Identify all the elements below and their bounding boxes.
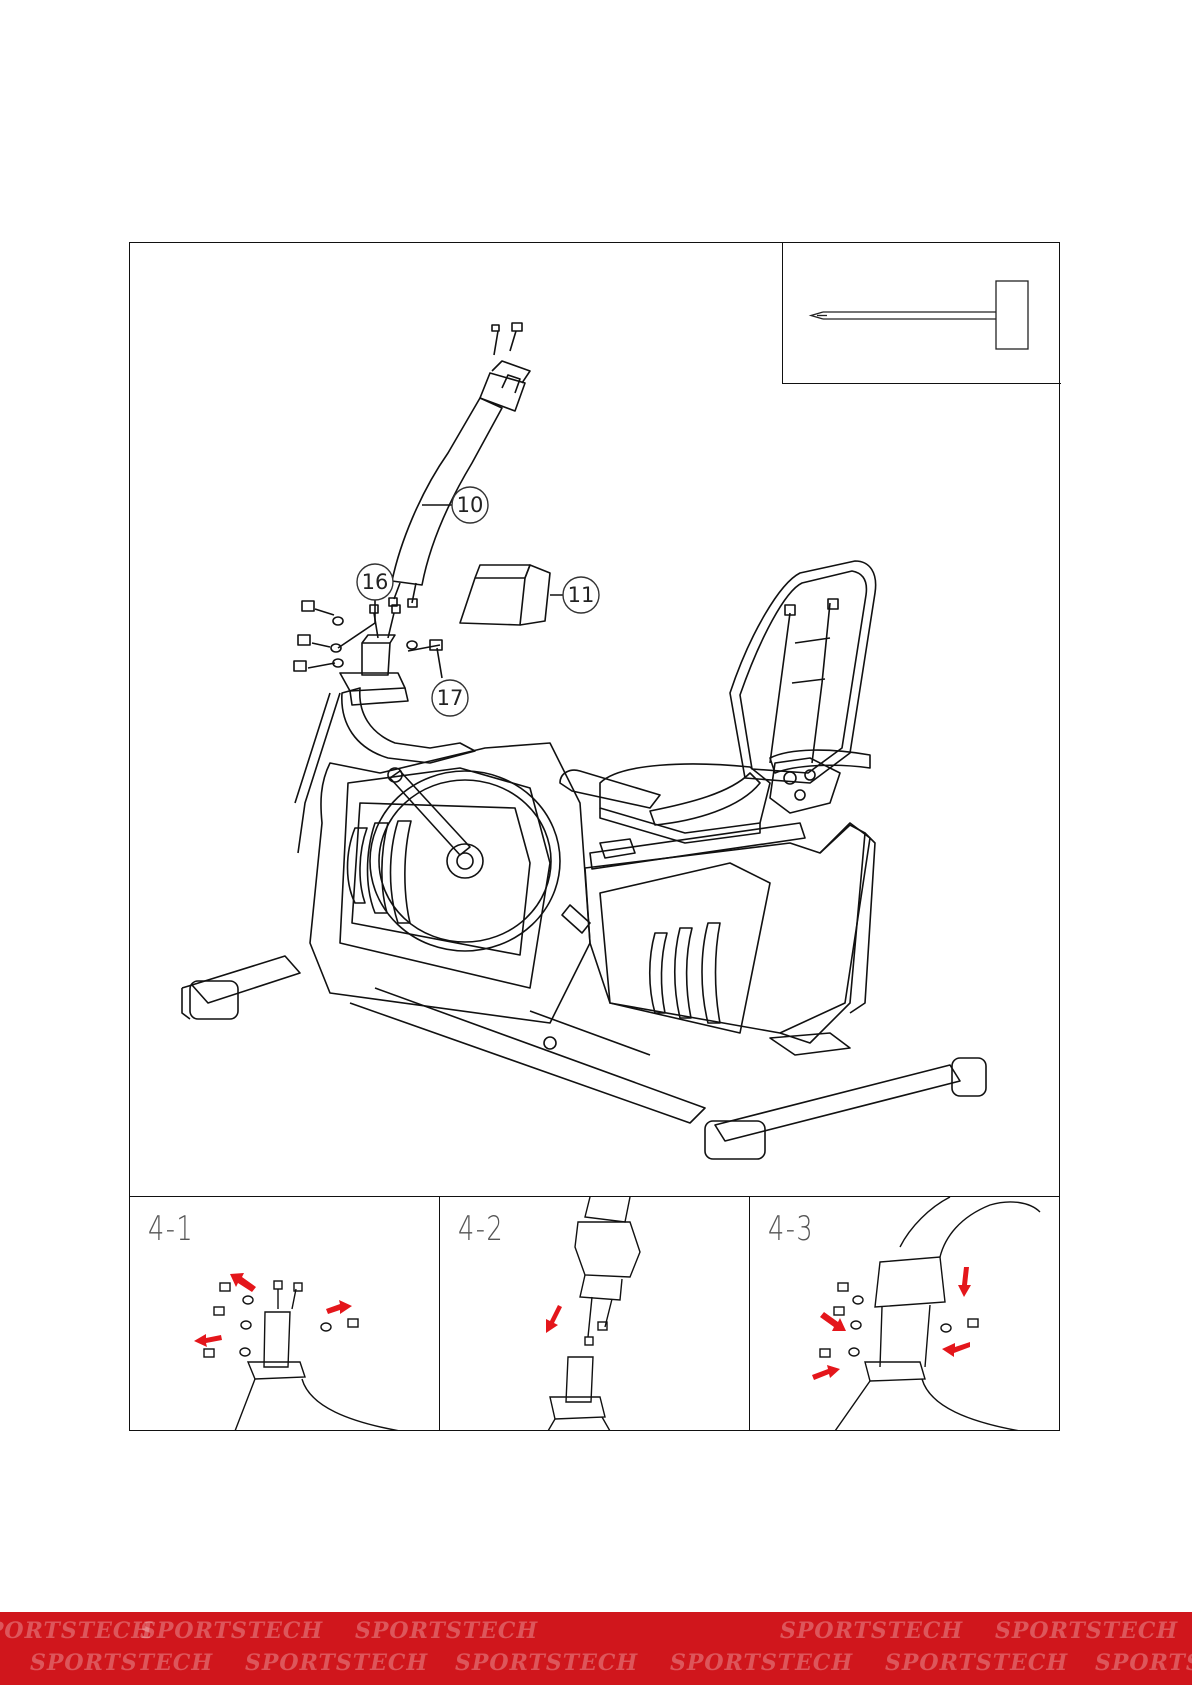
substep-4-3: 4-3: [750, 1197, 1059, 1430]
brand-watermark: SPORTSTECH: [885, 1650, 1068, 1676]
brand-watermark: SPORTSTECH: [455, 1650, 638, 1676]
brand-watermark: SPORTSTECH: [995, 1618, 1178, 1644]
assembly-diagram-frame: 16 10 11 17 4-1: [129, 242, 1060, 1431]
callout-10-label: 10: [457, 493, 484, 517]
brand-watermark: SPORTSTECH: [0, 1618, 153, 1644]
brand-watermark: SPORTSTECH: [245, 1650, 428, 1676]
substep-4-3-drawing: [750, 1197, 1059, 1430]
substep-4-1: 4-1: [130, 1197, 440, 1430]
direction-arrows: [546, 1305, 562, 1333]
direction-arrows: [194, 1273, 352, 1347]
brand-watermark: SPORTSTECH: [780, 1618, 963, 1644]
brand-footer: SPORTSTECH SPORTSTECH SPORTSTECH SPORTST…: [0, 1612, 1192, 1685]
brand-watermark: SPORTSTECH: [355, 1618, 538, 1644]
brand-watermark: SPORTSTECH: [670, 1650, 853, 1676]
callout-11-label: 11: [568, 583, 595, 607]
substep-4-2-drawing: [440, 1197, 750, 1430]
callout-17-label: 17: [437, 686, 464, 710]
screwdriver-icon: [783, 243, 1062, 384]
brand-watermark: SPORTSTECH: [30, 1650, 213, 1676]
substep-row: 4-1 4-2: [130, 1196, 1059, 1430]
substep-4-2: 4-2: [440, 1197, 750, 1430]
substep-4-1-drawing: [130, 1197, 440, 1430]
main-assembly-view: 16 10 11 17: [130, 243, 1059, 1196]
brand-watermark: SPORTSTECH: [1095, 1650, 1192, 1676]
callout-16-label: 16: [362, 570, 389, 594]
recumbent-bike-drawing: 16 10 11 17: [130, 243, 1061, 1196]
tool-inset: [782, 243, 1061, 384]
brand-watermark: SPORTSTECH: [140, 1618, 323, 1644]
